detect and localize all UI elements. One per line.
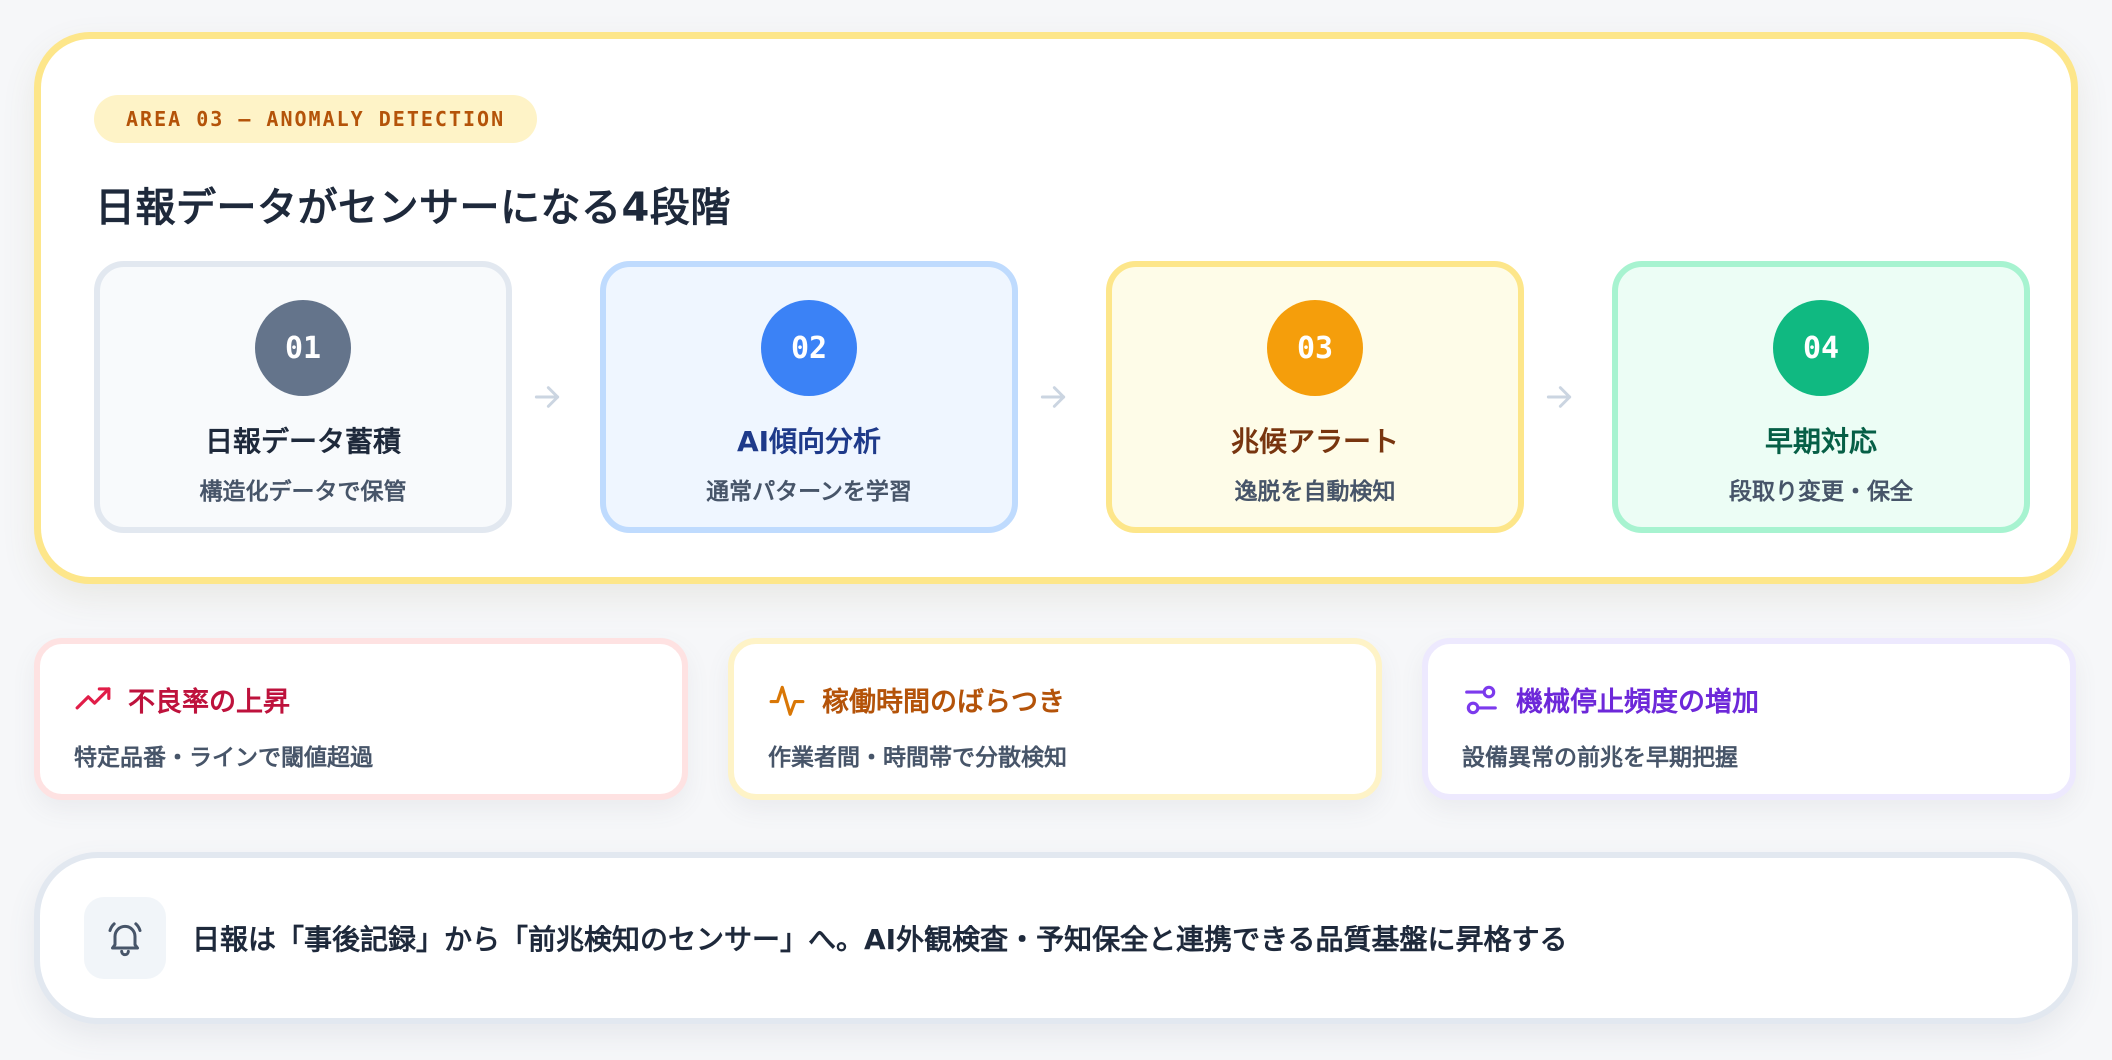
signal-title: 稼働時間のばらつき: [822, 687, 1065, 718]
activity-pulse-icon: [769, 685, 805, 716]
arrow-right-icon: [1040, 386, 1066, 408]
summary-banner: 日報は「事後記録」から「前兆検知のセンサー」へ。AI外観検査・予知保全と連携でき…: [34, 852, 2078, 1024]
signal-title: 機械停止頻度の増加: [1516, 687, 1759, 718]
signal-card-defect-rate: 不良率の上昇 特定品番・ラインで閾値超過: [34, 638, 688, 800]
signal-description: 作業者間・時間帯で分散検知: [768, 745, 1067, 771]
step-number-badge: 01: [255, 300, 351, 396]
step-card-01: 01 日報データ蓄積 構造化データで保管: [94, 261, 512, 533]
step-number-badge: 04: [1773, 300, 1869, 396]
step-title: AI傾向分析: [736, 425, 882, 458]
banner-text: 日報は「事後記録」から「前兆検知のセンサー」へ。AI外観検査・予知保全と連携でき…: [192, 923, 1568, 956]
step-number-badge: 02: [761, 300, 857, 396]
signal-description: 設備異常の前兆を早期把握: [1462, 745, 1738, 771]
step-card-02: 02 AI傾向分析 通常パターンを学習: [600, 261, 1018, 533]
step-title: 日報データ蓄積: [204, 425, 401, 458]
arrow-right-icon: [1546, 386, 1572, 408]
signal-card-uptime-variance: 稼働時間のばらつき 作業者間・時間帯で分散検知: [728, 638, 1382, 800]
step-title: 兆候アラート: [1230, 425, 1399, 458]
signal-title: 不良率の上昇: [128, 687, 290, 718]
bell-icon-box: [84, 897, 166, 979]
arrow-right-icon: [534, 386, 560, 408]
step-subtitle: 段取り変更・保全: [1729, 479, 1913, 505]
sliders-icon: [1465, 685, 1497, 714]
signal-card-machine-stops: 機械停止頻度の増加 設備異常の前兆を早期把握: [1422, 638, 2076, 800]
step-number-badge: 03: [1267, 300, 1363, 396]
step-card-03: 03 兆候アラート 逸脱を自動検知: [1106, 261, 1524, 533]
step-card-04: 04 早期対応 段取り変更・保全: [1612, 261, 2030, 533]
trending-up-icon: [75, 686, 111, 709]
step-title: 早期対応: [1764, 425, 1877, 458]
anomaly-detection-panel: AREA 03 — ANOMALY DETECTION 日報データがセンサーにな…: [34, 32, 2078, 584]
step-subtitle: 逸脱を自動検知: [1234, 479, 1396, 505]
area-tag: AREA 03 — ANOMALY DETECTION: [94, 95, 538, 143]
panel-title: 日報データがセンサーになる4段階: [95, 185, 731, 231]
step-subtitle: 通常パターンを学習: [706, 479, 912, 505]
step-subtitle: 構造化データで保管: [199, 479, 407, 505]
signal-description: 特定品番・ラインで閾値超過: [74, 745, 373, 771]
bell-icon: [108, 922, 142, 957]
